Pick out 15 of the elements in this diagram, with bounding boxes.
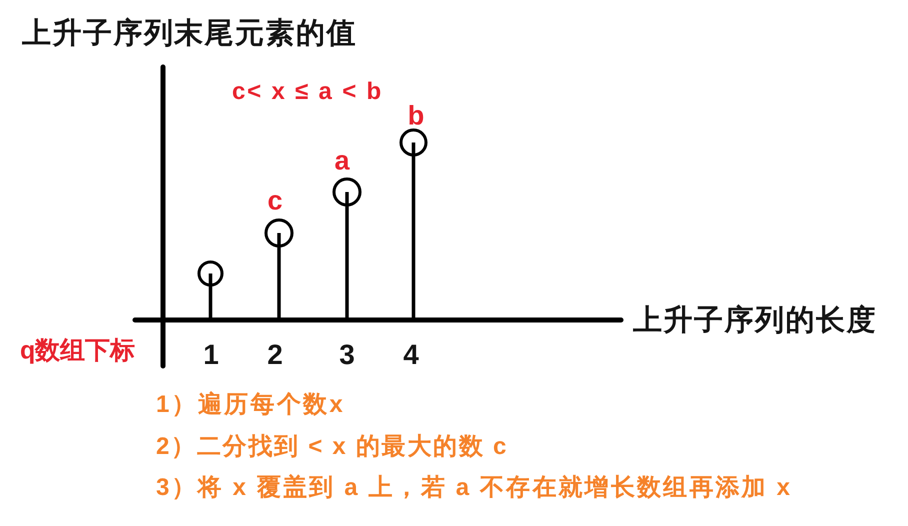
point-label: a xyxy=(334,148,350,174)
axis-title: 上升子序列的长度 xyxy=(633,306,877,336)
step-text: 1）遍历每个数x xyxy=(156,393,346,417)
point-label: c xyxy=(267,188,283,214)
axis-label: q数组下标 xyxy=(20,338,135,364)
condition-text: c< x ≤ a < b xyxy=(232,80,383,104)
tick-label: 2 xyxy=(267,341,283,369)
point-label: b xyxy=(408,102,424,130)
stem-marker xyxy=(196,260,224,318)
axis-title: 上升子序列末尾元素的值 xyxy=(22,20,357,48)
tick-label: 4 xyxy=(403,341,419,369)
tick-label: 1 xyxy=(203,341,219,369)
step-text: 2）二分找到 < x 的最大的数 c xyxy=(156,435,508,459)
tick-label: 3 xyxy=(339,341,355,369)
step-text: 3）将 x 覆盖到 a 上，若 a 不存在就增长数组再添加 x xyxy=(156,476,792,500)
